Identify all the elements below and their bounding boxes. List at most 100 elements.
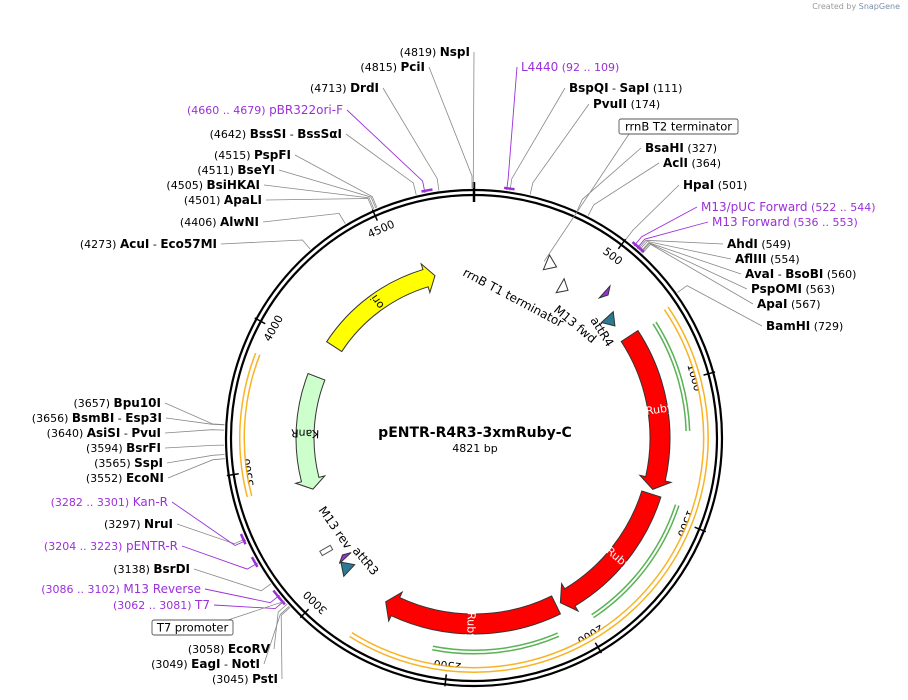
site-label-name: PspFI: [254, 148, 291, 162]
site-label-name2: BsoBI: [785, 267, 823, 281]
site-leader: [587, 162, 660, 216]
site-label-pos: (4505): [166, 179, 203, 192]
site-leader: [167, 458, 225, 479]
site-label-sep: -: [149, 238, 160, 251]
tick-mark: [694, 526, 707, 533]
site-label-name: BsmBI: [72, 411, 114, 425]
site-label: (4819) NspI: [400, 45, 470, 59]
primer-binding-mark: [250, 556, 259, 568]
site-label: (3594) BsrFI: [86, 441, 161, 455]
site-label: HpaI (501): [683, 178, 747, 192]
orf-track-green-3: [432, 632, 560, 655]
site-label: BspQI - SapI (111): [569, 81, 682, 95]
site-label-pos: (3552): [86, 472, 123, 485]
site-label: (3049) EagI - NotI: [151, 657, 260, 671]
site-leader: [345, 133, 417, 195]
site-label: AclI (364): [663, 156, 721, 170]
site-label-name: PciI: [401, 60, 426, 74]
site-label-sep: -: [221, 658, 232, 671]
primer-label-range: (3086 .. 3102): [41, 583, 120, 596]
primer-label: M13 Forward (536 .. 553): [712, 215, 858, 229]
site-label-name: AhdI: [727, 237, 758, 251]
site-label-name: NruI: [144, 517, 173, 531]
primer-label-name: M13 Forward: [712, 215, 790, 229]
site-leader: [640, 242, 742, 275]
site-label-pos: (3640): [47, 427, 84, 440]
plasmid-name: pENTR-R4R3-3xmRuby-C: [378, 425, 572, 441]
site-label: (4406) AlwNI: [180, 215, 259, 229]
boxed-feature-leader: [227, 600, 285, 621]
site-label-pos: (3058): [188, 643, 225, 656]
site-leader: [263, 606, 290, 665]
primer-label: (3282 .. 3301) Kan-R: [51, 495, 168, 509]
site-label-name: BseYI: [237, 163, 275, 177]
feature-label: mRuby2: [464, 601, 478, 647]
site-leader: [263, 184, 375, 210]
site-label: (3657) Bpu10I: [73, 396, 161, 410]
inner-feature-label: rrnB T1 terminator: [461, 265, 566, 330]
primer-label-name: L4440: [521, 60, 558, 74]
primer-label-range: (536 .. 553): [793, 216, 858, 229]
site-label-name: Bpu10I: [114, 396, 161, 410]
site-label-name: BsiHKAI: [207, 178, 261, 192]
site-label-name: BsaHI: [645, 141, 684, 155]
site-label-pos: (3565): [94, 457, 131, 470]
site-label-name: EagI: [191, 657, 220, 671]
site-label-pos: (4515): [214, 149, 251, 162]
feature-arrow: [559, 490, 662, 613]
site-label: PvuII (174): [593, 97, 660, 111]
site-label: PspOMI (563): [751, 282, 835, 296]
site-label-pos: (549): [761, 238, 791, 251]
site-label: (3656) BsmBI - Esp3I: [32, 411, 162, 425]
primer-label-name: T7: [194, 598, 210, 612]
site-label: (3640) AsiSI - PvuI: [47, 426, 161, 440]
site-leader: [638, 240, 732, 260]
plasmid-size: 4821 bp: [452, 442, 497, 455]
attr4-arrow: [600, 310, 616, 327]
site-label: ApaI (567): [757, 297, 821, 311]
site-label-sep: -: [114, 412, 125, 425]
primer-label-range: (522 .. 544): [811, 201, 876, 214]
site-label: (3045) PstI: [212, 672, 278, 686]
small-feature-box: [319, 544, 334, 557]
inner-tracks: [238, 306, 709, 673]
boxed-feature-label: rrnB T2 terminator: [625, 120, 732, 134]
site-label-sep: -: [286, 128, 297, 141]
tick-mark: [444, 674, 448, 687]
site-label-name: HpaI: [683, 178, 714, 192]
site-label-name2: Eco57MI: [160, 237, 217, 251]
site-label-name: BssSI: [250, 127, 287, 141]
site-label-pos: (4642): [210, 128, 247, 141]
site-leader: [164, 444, 225, 449]
site-label: (3297) NruI: [104, 517, 173, 531]
primer-label-range: (3204 .. 3223): [44, 540, 123, 553]
site-label-name: ApaLI: [224, 193, 262, 207]
primer-label-name: M13 Reverse: [123, 582, 201, 596]
site-label: AflIII (554): [735, 252, 800, 266]
primer-label-name: pENTR-R: [126, 539, 178, 553]
boxed-feature-label: T7 promoter: [156, 621, 229, 635]
site-leader: [265, 198, 374, 210]
primer-label: (3204 .. 3223) pENTR-R: [44, 539, 178, 553]
tick-mark: [299, 608, 310, 619]
tick-label: 500: [600, 245, 625, 268]
orf-track-green-2-core: [592, 504, 679, 618]
site-leader: [273, 603, 288, 650]
site-label-name: EcoRV: [228, 642, 271, 656]
site-leader: [166, 454, 225, 464]
site-label: (4815) PciI: [360, 60, 425, 74]
site-leader: [193, 568, 272, 592]
site-label-name: PvuII: [593, 97, 627, 111]
site-leader: [529, 103, 590, 195]
boxed-feature-frame: [618, 118, 739, 135]
site-leader: [677, 285, 763, 327]
site-label: (4511) BseYI: [197, 163, 275, 177]
site-label: AvaI - BsoBI (560): [745, 267, 856, 281]
site-leader: [637, 239, 724, 250]
primer-label-range: (3282 .. 3301): [51, 496, 130, 509]
tick-mark: [226, 473, 239, 477]
m13-fwd-arrow: [597, 284, 611, 299]
site-leader: [164, 402, 225, 425]
site-label: BamHI (729): [766, 319, 843, 333]
